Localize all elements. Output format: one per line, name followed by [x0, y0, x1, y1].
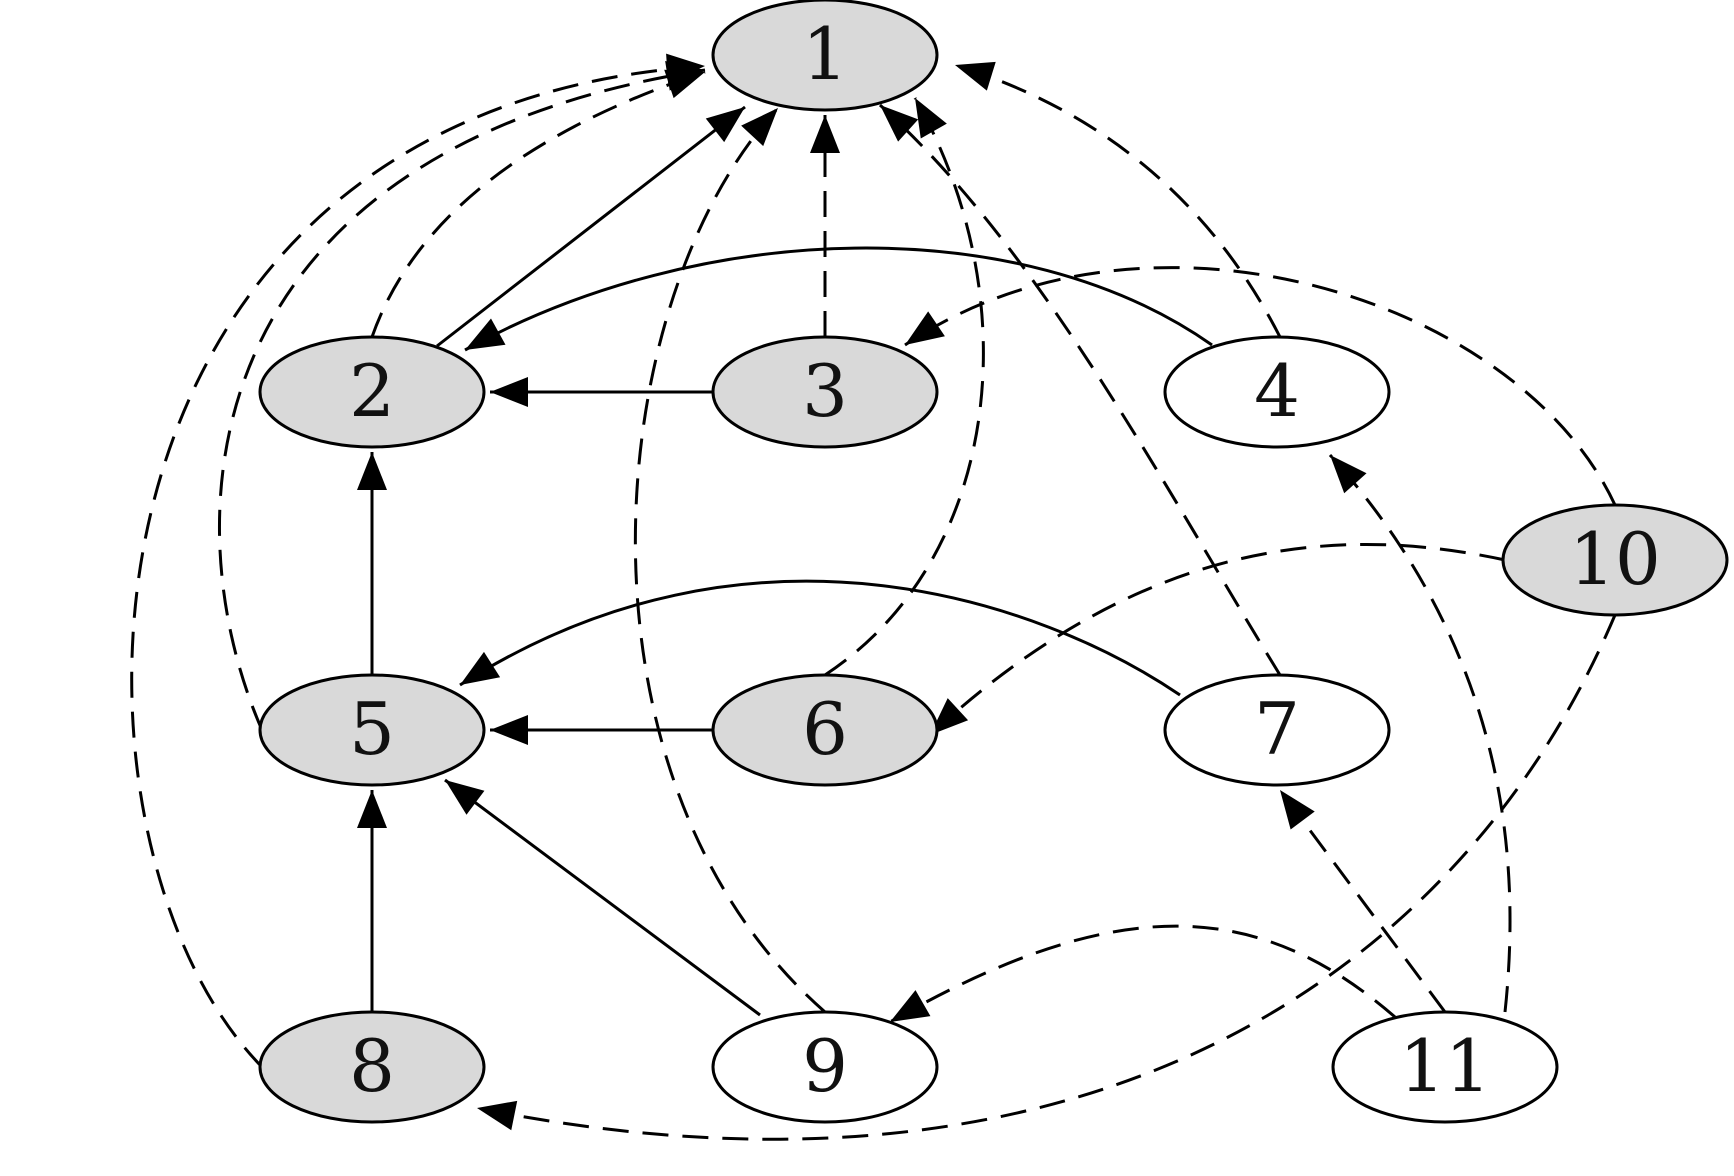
node-5-label: 5	[349, 687, 395, 771]
edge-4-to-2-solid	[464, 246, 1213, 352]
node-11: 11	[1331, 1010, 1559, 1124]
arrowhead-9-1	[741, 108, 778, 147]
edge-8-to-1-dashed	[130, 53, 706, 1069]
edge-line-11-9	[889, 924, 1396, 1024]
edges-layer	[130, 53, 1617, 1141]
edge-3-to-1-dashed	[810, 115, 840, 337]
node-2: 2	[258, 335, 486, 449]
edge-line-10-3	[904, 266, 1617, 506]
arrowhead-11-4	[1330, 455, 1367, 494]
node-6-ellipse	[711, 673, 939, 787]
arrowhead-6-1	[915, 98, 947, 139]
arrowhead-8-1	[666, 53, 705, 84]
node-7-label: 7	[1254, 687, 1300, 771]
node-10: 10	[1501, 503, 1729, 617]
edge-8-to-5-solid	[357, 790, 387, 1012]
edge-line-7-5	[459, 579, 1181, 697]
arrowhead-3-1	[810, 115, 840, 153]
edge-line-2-1	[436, 105, 746, 348]
arrowhead-2-1	[705, 107, 745, 143]
arrowhead-3-2	[490, 377, 528, 407]
node-8: 8	[258, 1010, 486, 1124]
arrowhead-4-1	[955, 61, 996, 91]
node-8-ellipse	[258, 1010, 486, 1124]
edge-line-9-1	[633, 106, 826, 1014]
arrowhead-10-3	[905, 311, 945, 345]
node-1: 1	[711, 0, 939, 112]
arrowhead-7-1	[880, 105, 919, 142]
node-3: 3	[711, 335, 939, 449]
arrowhead-5-2	[357, 452, 387, 490]
node-5-ellipse	[258, 673, 486, 787]
node-6-label: 6	[802, 687, 848, 771]
edge-line-4-1	[954, 63, 1282, 338]
arrowhead-7-5	[460, 651, 501, 685]
node-2-ellipse	[258, 335, 486, 449]
edge-line-2-1	[370, 70, 706, 338]
node-3-label: 3	[802, 349, 848, 433]
edge-line-11-4	[1328, 453, 1512, 1013]
node-10-label: 10	[1569, 517, 1661, 601]
node-4-label: 4	[1254, 349, 1300, 433]
node-11-label: 11	[1399, 1024, 1491, 1108]
node-3-ellipse	[711, 335, 939, 449]
edge-4-to-1-dashed	[954, 61, 1282, 338]
node-9-label: 9	[802, 1024, 848, 1108]
edge-10-to-8-dashed	[476, 614, 1617, 1141]
node-2-label: 2	[349, 349, 395, 433]
node-8-label: 8	[349, 1024, 395, 1108]
node-6: 6	[711, 673, 939, 787]
edge-line-6-1	[824, 97, 985, 677]
arrowhead-4-2	[465, 318, 506, 350]
node-7-ellipse	[1163, 673, 1391, 787]
arrowhead-8-5	[357, 790, 387, 828]
node-11-ellipse	[1331, 1010, 1559, 1124]
arrowhead-9-5	[445, 780, 485, 815]
edge-5-to-2-solid	[357, 452, 387, 675]
arrowhead-11-9	[890, 990, 931, 1022]
edge-6-to-5-solid	[490, 715, 712, 745]
arrowhead-11-7	[1280, 790, 1315, 830]
edge-line-8-1	[130, 64, 706, 1069]
edge-line-10-8	[476, 614, 1617, 1141]
edge-7-to-1-dashed	[878, 103, 1282, 676]
edge-3-to-2-solid	[490, 377, 712, 407]
edge-6-to-1-dashed	[824, 97, 985, 677]
edge-7-to-5-solid	[459, 579, 1181, 697]
node-9: 9	[711, 1010, 939, 1124]
node-1-ellipse	[711, 0, 939, 112]
node-1-label: 1	[802, 12, 848, 96]
edge-line-7-1	[878, 103, 1282, 676]
node-10-ellipse	[1501, 503, 1729, 617]
node-7: 7	[1163, 673, 1391, 787]
edge-line-11-7	[1278, 789, 1447, 1013]
node-9-ellipse	[711, 1010, 939, 1124]
edge-11-to-7-dashed	[1278, 789, 1447, 1013]
edge-9-to-5-solid	[444, 778, 761, 1017]
node-4-ellipse	[1163, 335, 1391, 449]
edge-line-5-1	[218, 68, 706, 731]
edge-11-to-9-dashed	[889, 924, 1396, 1024]
arrowhead-10-6	[930, 698, 969, 735]
arrowhead-10-8	[477, 1100, 518, 1131]
edge-line-10-6	[928, 543, 1506, 737]
edge-2-to-1-solid	[436, 105, 746, 348]
arrowhead-6-5	[490, 715, 528, 745]
edge-10-to-6-dashed	[928, 543, 1506, 737]
nodes-layer: 1 2 3 4 5 6 7 8 9 10 11	[258, 0, 1729, 1124]
edge-9-to-1-dashed	[633, 106, 826, 1014]
edge-line-4-2	[464, 246, 1213, 352]
edge-11-to-4-dashed	[1328, 453, 1512, 1013]
node-4: 4	[1163, 335, 1391, 449]
edge-line-9-5	[444, 778, 761, 1017]
node-5: 5	[258, 673, 486, 787]
edge-10-to-3-dashed	[904, 266, 1617, 506]
